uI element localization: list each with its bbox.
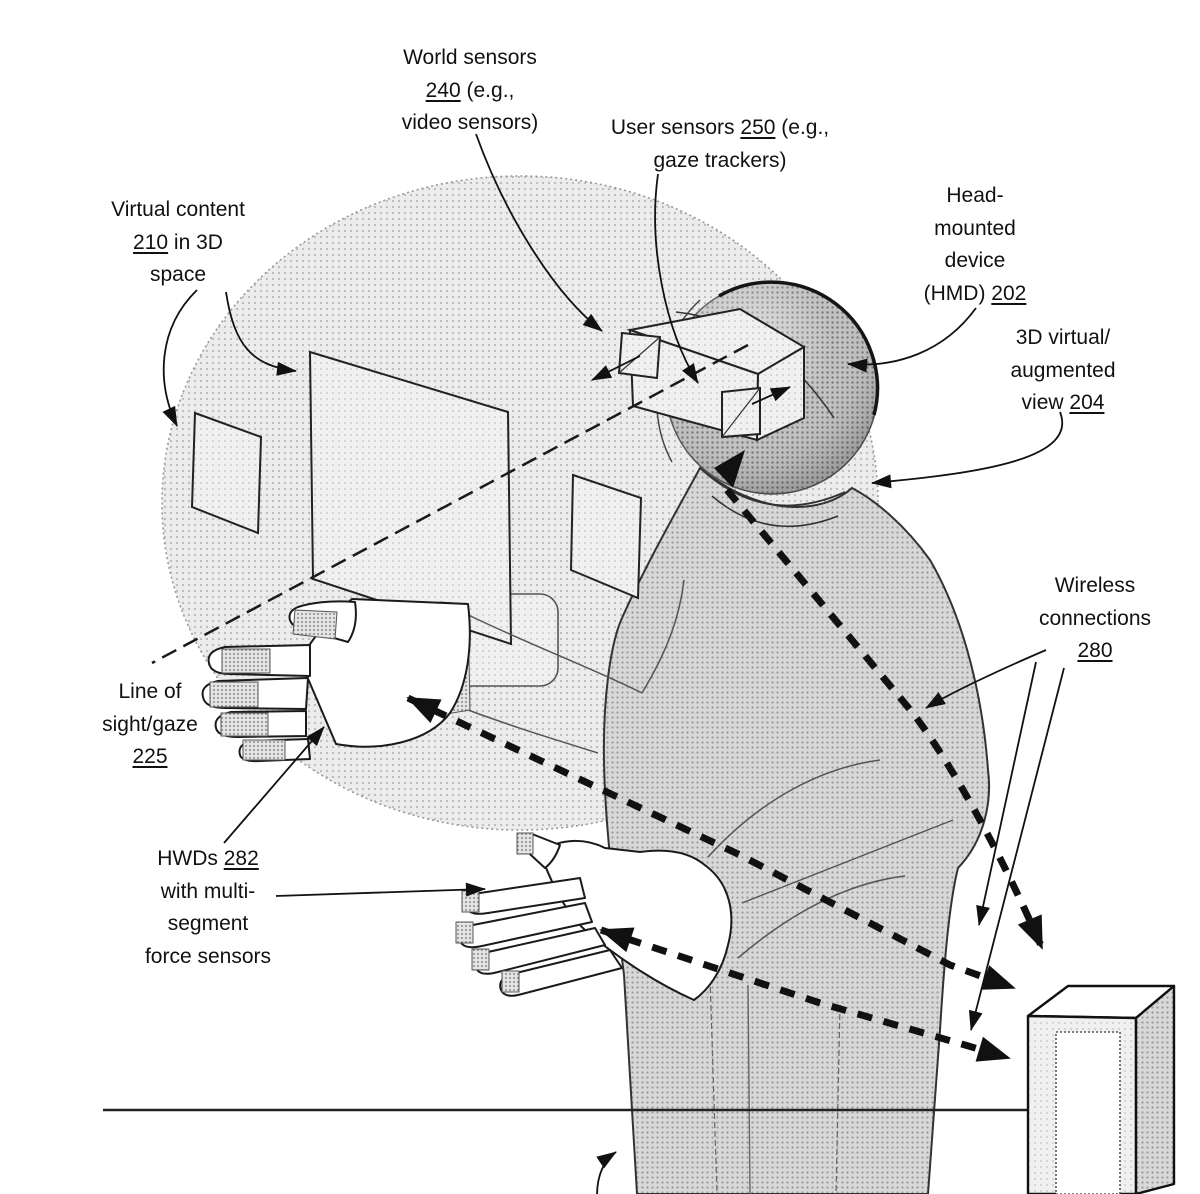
gaze-arrowhead-to-hmd — [714, 450, 745, 488]
label-line: connections — [1038, 606, 1152, 630]
force-sensor-segment — [220, 712, 269, 737]
leader-user-sensors — [654, 173, 699, 384]
label-line: device — [944, 249, 1006, 272]
leader-virtual-content-b — [225, 291, 297, 376]
user-sensor-diagonal — [721, 387, 761, 438]
label-line: force sensors — [144, 944, 272, 968]
label-wireless: Wireless connections 280 — [1003, 570, 1187, 668]
leader-world-sensors — [475, 133, 603, 332]
label-line: Line of — [118, 680, 182, 703]
label-line: 3D virtual/ — [1015, 326, 1111, 349]
base-station — [1026, 984, 1176, 1194]
label-line: 280 — [1077, 639, 1113, 662]
force-sensor-segment — [209, 681, 259, 708]
label-line-of-sight: Line of sight/gaze 225 — [58, 676, 242, 774]
leader-wireless-a — [925, 649, 1047, 709]
wireless-links — [406, 450, 1046, 1062]
left-arm-elbow — [641, 579, 685, 694]
virtual-panel-small — [190, 411, 263, 535]
world-sensor-direction-arrow — [591, 355, 641, 381]
left-arm-contour-upper — [461, 611, 643, 694]
leader-virtual-content-a — [162, 289, 198, 427]
label-line: augmented — [1010, 358, 1116, 382]
head-outline-arc — [718, 280, 880, 416]
force-sensor-segment — [471, 948, 490, 971]
leader-user-bottom — [596, 1151, 617, 1194]
force-sensor-segment — [516, 832, 534, 855]
label-line: User sensors 250 (e.g., — [610, 116, 830, 139]
label-line: mounted — [934, 216, 1016, 240]
label-line: World sensors — [403, 46, 537, 69]
label-line: with multi- — [160, 879, 256, 903]
label-line: Head- — [946, 184, 1004, 207]
leader-wireless-c — [968, 667, 1065, 1031]
label-line: space — [149, 263, 207, 286]
base-station-side — [1134, 984, 1176, 1194]
chin-arc-2 — [711, 495, 839, 527]
label-virtual-content: Virtual content 210 in 3D space — [70, 194, 286, 292]
force-sensor-segment — [461, 890, 480, 913]
leader-hwds-a — [223, 726, 325, 844]
leader-hwds-b — [275, 882, 486, 897]
label-line: Virtual content — [111, 198, 245, 221]
force-sensor-segment — [242, 739, 286, 761]
label-line: 240 (e.g., — [425, 78, 515, 102]
force-sensor-segment — [292, 609, 338, 640]
wireless-link-right-hwd — [599, 926, 1011, 1062]
leader-3d-view — [871, 411, 1063, 489]
user-sensor-direction-arrow — [751, 386, 791, 405]
label-user-sensors: User sensors 250 (e.g., gaze trackers) — [560, 112, 880, 177]
label-line: 225 — [132, 745, 168, 768]
force-sensor-segment — [221, 648, 271, 674]
label-line: (HMD) 202 — [923, 281, 1027, 305]
force-sensor-segment — [501, 970, 520, 993]
label-line: Wireless — [1054, 574, 1136, 597]
label-hmd: Head-mounted device (HMD) 202 — [880, 180, 1070, 310]
chin-arc-1 — [699, 467, 846, 507]
label-line: 210 in 3D — [133, 230, 223, 254]
label-line: video sensors) — [401, 111, 539, 134]
line-of-sight-dashed — [151, 343, 749, 665]
leader-lines — [162, 133, 1065, 1194]
label-line: view 204 — [1021, 391, 1105, 414]
virtual-panel-large — [308, 350, 513, 646]
label-hwds: HWDs 282 with multi-segment force sensors — [103, 843, 313, 973]
world-sensor-diagonal — [618, 336, 661, 374]
leader-wireless-b — [976, 661, 1037, 926]
virtual-content-panels — [190, 350, 643, 646]
label-world-sensors: World sensors 240 (e.g., video sensors) — [345, 42, 595, 140]
hmd-device — [591, 307, 806, 442]
label-line: sight/gaze — [102, 712, 198, 736]
base-station-front-inset — [1055, 1031, 1121, 1194]
label-line: gaze trackers) — [653, 148, 787, 172]
label-3d-view: 3D virtual/augmented view 204 — [958, 322, 1168, 420]
label-line: HWDs 282 — [157, 847, 259, 870]
leader-hmd — [847, 307, 977, 373]
force-sensor-segment — [455, 921, 474, 944]
right-hwd-glove — [455, 832, 733, 1001]
force-sensor-segments — [209, 609, 338, 761]
label-line: segment — [167, 912, 249, 935]
virtual-panel-mid — [569, 473, 643, 600]
